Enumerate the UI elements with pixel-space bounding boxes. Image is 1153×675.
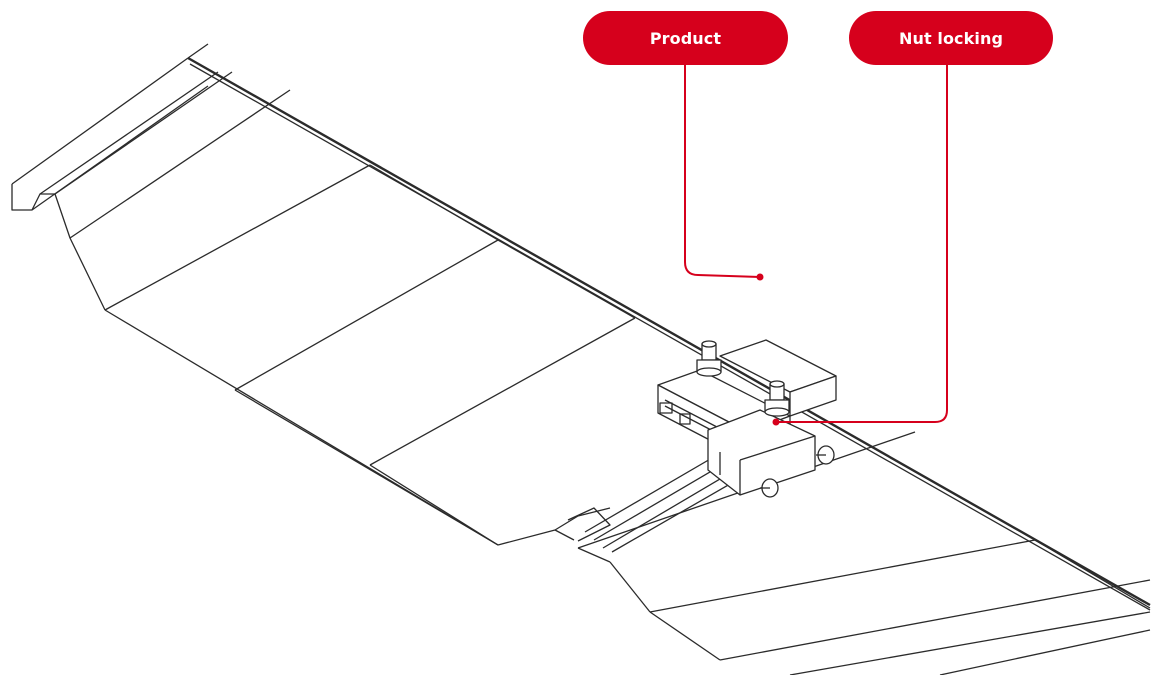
nut-locking-marker-dot bbox=[772, 418, 780, 426]
callout-leaders bbox=[684, 64, 948, 423]
product-callout-button[interactable]: Product bbox=[583, 11, 788, 65]
trapezoidal-roof-sheet bbox=[11, 43, 1151, 675]
nut-locking-callout-button[interactable]: Nut locking bbox=[849, 11, 1053, 65]
product-marker-dot bbox=[756, 273, 764, 281]
